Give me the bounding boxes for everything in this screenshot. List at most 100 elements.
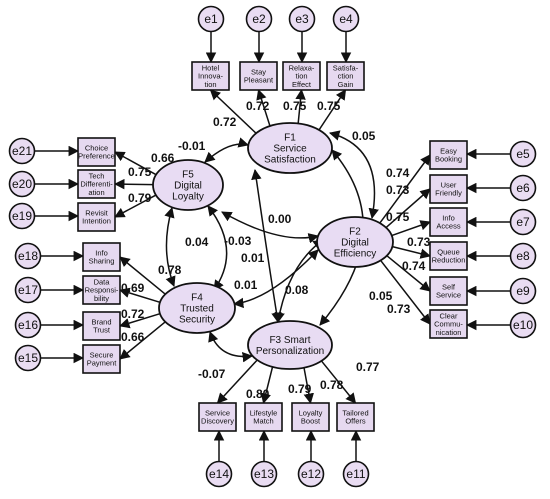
loading-arrow-f5-3 [114, 194, 157, 218]
latent-f4 [158, 282, 236, 334]
correlation-f5-f2-value: 0.00 [268, 212, 292, 226]
latent-f1 [247, 122, 333, 174]
indicator-label: Revisit [85, 209, 108, 218]
indicator-label: Relaxa- [289, 63, 315, 72]
indicator-label: Info [95, 249, 108, 258]
error-e21 [8, 137, 36, 165]
error-e6 [509, 174, 537, 202]
error-label-e21: e21 [12, 144, 32, 158]
indicator-label: tion [204, 80, 216, 89]
loading-f4-2: 0.69 [121, 281, 145, 295]
correlation-f5-f4-value: 0.04 [185, 235, 209, 249]
error-e7 [509, 208, 537, 236]
indicator-label: Intention [82, 217, 111, 226]
indicator-label: ction [338, 72, 354, 81]
indicator-f1-4 [326, 61, 365, 91]
error-label-e19: e19 [12, 209, 32, 223]
indicator-label: Boost [301, 417, 321, 426]
error-e11 [342, 460, 370, 488]
loading-f2-3: 0.75 [386, 210, 410, 224]
diagram-nodes: F1ServiceSatisfactionF2DigitalEfficiency… [8, 5, 537, 488]
error-e13 [250, 460, 278, 488]
correlation-f3-f2-value: 0.08 [285, 283, 309, 297]
indicator-f2-2 [429, 174, 468, 204]
error-label-e12: e12 [301, 467, 321, 481]
error-e15 [14, 344, 42, 372]
error-label-e5: e5 [516, 147, 530, 161]
loading-f4-1: 0.78 [158, 263, 182, 277]
loading-arrow-f5-2 [113, 178, 154, 190]
indicator-label: User [441, 181, 457, 190]
loading-arrow-f1-2 [256, 88, 271, 127]
error-e20 [8, 170, 36, 198]
indicator-label: Gain [338, 80, 354, 89]
loading-arrow-f2-5 [386, 255, 431, 292]
loading-arrow-f4-1 [119, 256, 166, 295]
error-label-e16: e16 [18, 318, 38, 332]
correlation-f5-f4 [164, 206, 176, 287]
indicator-label: Payment [87, 359, 118, 368]
loading-f4-4: 0.66 [121, 330, 145, 344]
indicator-f5-3 [77, 202, 116, 232]
indicator-f1-2 [239, 61, 278, 91]
error-e10 [509, 311, 537, 339]
indicator-label: Differenti- [80, 180, 113, 189]
latent-f3-label: F3 Smart [269, 335, 310, 346]
loading-f2-2: 0.73 [386, 183, 410, 197]
indicator-label: Sharing [89, 257, 115, 266]
loading-arrow-f2-3 [391, 220, 431, 237]
error-label-e7: e7 [516, 215, 530, 229]
indicator-label: Booking [435, 155, 462, 164]
indicator-label: Service [436, 291, 461, 300]
error-label-e3: e3 [295, 12, 309, 26]
indicator-label: Tailored [342, 409, 368, 418]
loading-arrow-f2-1 [379, 154, 431, 224]
indicator-f3-1 [198, 402, 237, 432]
loading-arrow-f3-2 [260, 366, 274, 405]
loading-arrow-f1-1 [209, 89, 257, 134]
error-label-e4: e4 [339, 12, 353, 26]
loading-arrow-f2-6 [380, 259, 431, 325]
indicator-f4-1 [82, 242, 121, 272]
loading-arrow-f2-4 [392, 245, 432, 259]
error-e2 [245, 5, 273, 33]
latent-f5 [152, 159, 224, 211]
indicator-label: ation [88, 188, 104, 197]
indicator-label: Self [442, 283, 456, 292]
indicator-label: Choice [85, 144, 108, 153]
correlation-f1-f3 [251, 168, 282, 324]
indicator-f3-2 [244, 402, 283, 432]
loading-f5-1: 0.66 [151, 151, 175, 165]
indicator-f2-6 [429, 309, 468, 339]
indicator-label: Loyalty [299, 409, 323, 418]
indicator-label: Hotel [202, 63, 220, 72]
latent-f1-label: Service [273, 144, 307, 155]
error-label-e14: e14 [209, 467, 229, 481]
indicator-label: Reduction [432, 256, 466, 265]
indicator-f4-2 [82, 275, 121, 305]
error-label-e2: e2 [252, 12, 266, 26]
error-label-e6: e6 [516, 181, 530, 195]
loading-arrow-f2-2 [385, 188, 431, 229]
indicator-f5-2 [77, 169, 116, 199]
loading-f5-2: 0.75 [128, 165, 152, 179]
indicator-label: Queue [437, 248, 460, 257]
error-label-e13: e13 [254, 467, 274, 481]
error-e19 [8, 202, 36, 230]
loading-arrow-f3-4 [320, 360, 357, 404]
indicator-label: Service [205, 409, 230, 418]
indicator-f1-1 [191, 61, 230, 91]
loading-f3-1: 0.80 [246, 387, 270, 401]
indicator-label: Stay [251, 68, 266, 77]
correlation-f5-f1 [204, 137, 250, 163]
loading-arrow-f5-1 [114, 151, 157, 176]
indicator-label: bility [94, 294, 109, 303]
error-e8 [509, 242, 537, 270]
loading-f2-1: 0.74 [386, 166, 410, 180]
loading-f1-1: 0.72 [213, 115, 237, 129]
indicator-label: Pleasant [244, 76, 274, 85]
error-e4 [332, 5, 360, 33]
indicator-f3-3 [291, 402, 330, 432]
